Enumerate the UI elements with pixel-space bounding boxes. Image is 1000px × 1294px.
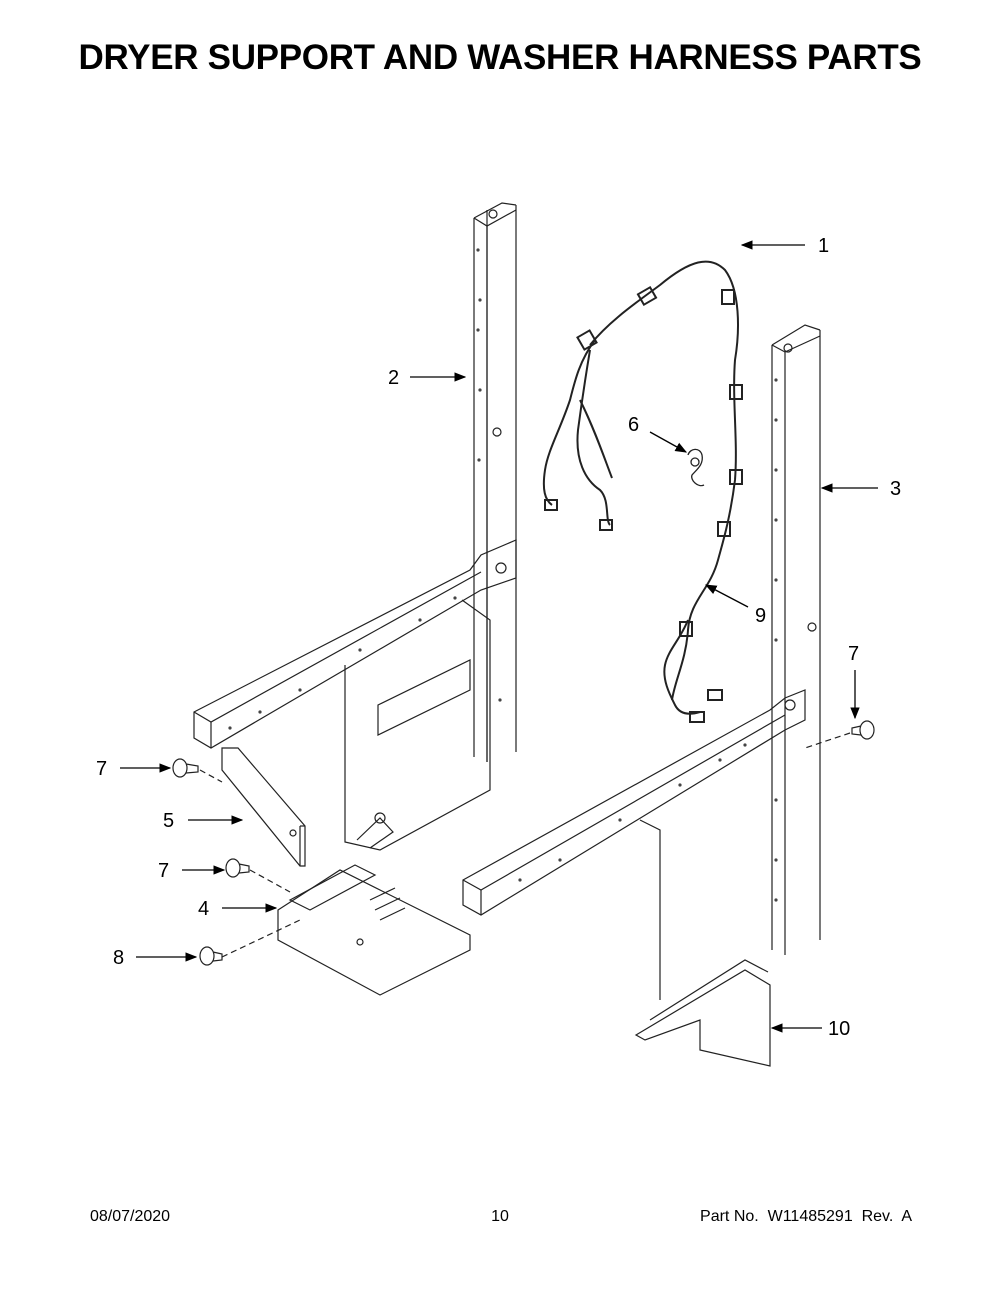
callout-4: 4 xyxy=(198,898,278,920)
callout-8: 8 xyxy=(113,947,198,969)
callout-5: 5 xyxy=(163,810,244,832)
callout-6: 6 xyxy=(628,414,688,453)
svg-text:2: 2 xyxy=(388,367,399,389)
svg-text:8: 8 xyxy=(113,947,124,969)
callout-9: 9 xyxy=(704,584,766,627)
left-support-frame xyxy=(193,202,517,851)
callouts: 1 2 3 4 5 6 7 7 xyxy=(96,235,901,1040)
callout-7b: 7 xyxy=(158,860,226,882)
screw-7c xyxy=(851,720,875,740)
screw-8 xyxy=(199,946,223,966)
svg-text:6: 6 xyxy=(628,414,639,436)
footer-part-number: Part No. W11485291 Rev. A xyxy=(700,1208,912,1225)
guard-bracket xyxy=(221,747,306,867)
svg-text:5: 5 xyxy=(163,810,174,832)
svg-text:3: 3 xyxy=(890,478,901,500)
svg-text:7: 7 xyxy=(848,643,859,665)
screw-7b xyxy=(225,858,250,878)
svg-text:9: 9 xyxy=(755,605,766,627)
svg-text:7: 7 xyxy=(96,758,107,780)
callout-2: 2 xyxy=(388,367,467,389)
svg-text:10: 10 xyxy=(828,1018,850,1040)
page-title: DRYER SUPPORT AND WASHER HARNESS PARTS xyxy=(78,38,922,77)
right-support-frame xyxy=(462,324,821,1067)
screws xyxy=(172,720,875,966)
callout-10: 10 xyxy=(770,1018,850,1040)
footer-page-number: 10 xyxy=(491,1208,509,1225)
wire-harness xyxy=(542,260,743,723)
svg-text:4: 4 xyxy=(198,898,209,920)
svg-text:1: 1 xyxy=(818,235,829,257)
screw-7a xyxy=(172,758,199,778)
callout-7c: 7 xyxy=(848,643,860,720)
footer-date: 08/07/2020 xyxy=(90,1208,171,1225)
callout-3: 3 xyxy=(820,478,901,500)
callout-7a: 7 xyxy=(96,758,172,780)
callout-1: 1 xyxy=(740,235,829,257)
svg-text:7: 7 xyxy=(158,860,169,882)
lower-bracket xyxy=(277,864,471,996)
harness-clip xyxy=(687,448,705,487)
